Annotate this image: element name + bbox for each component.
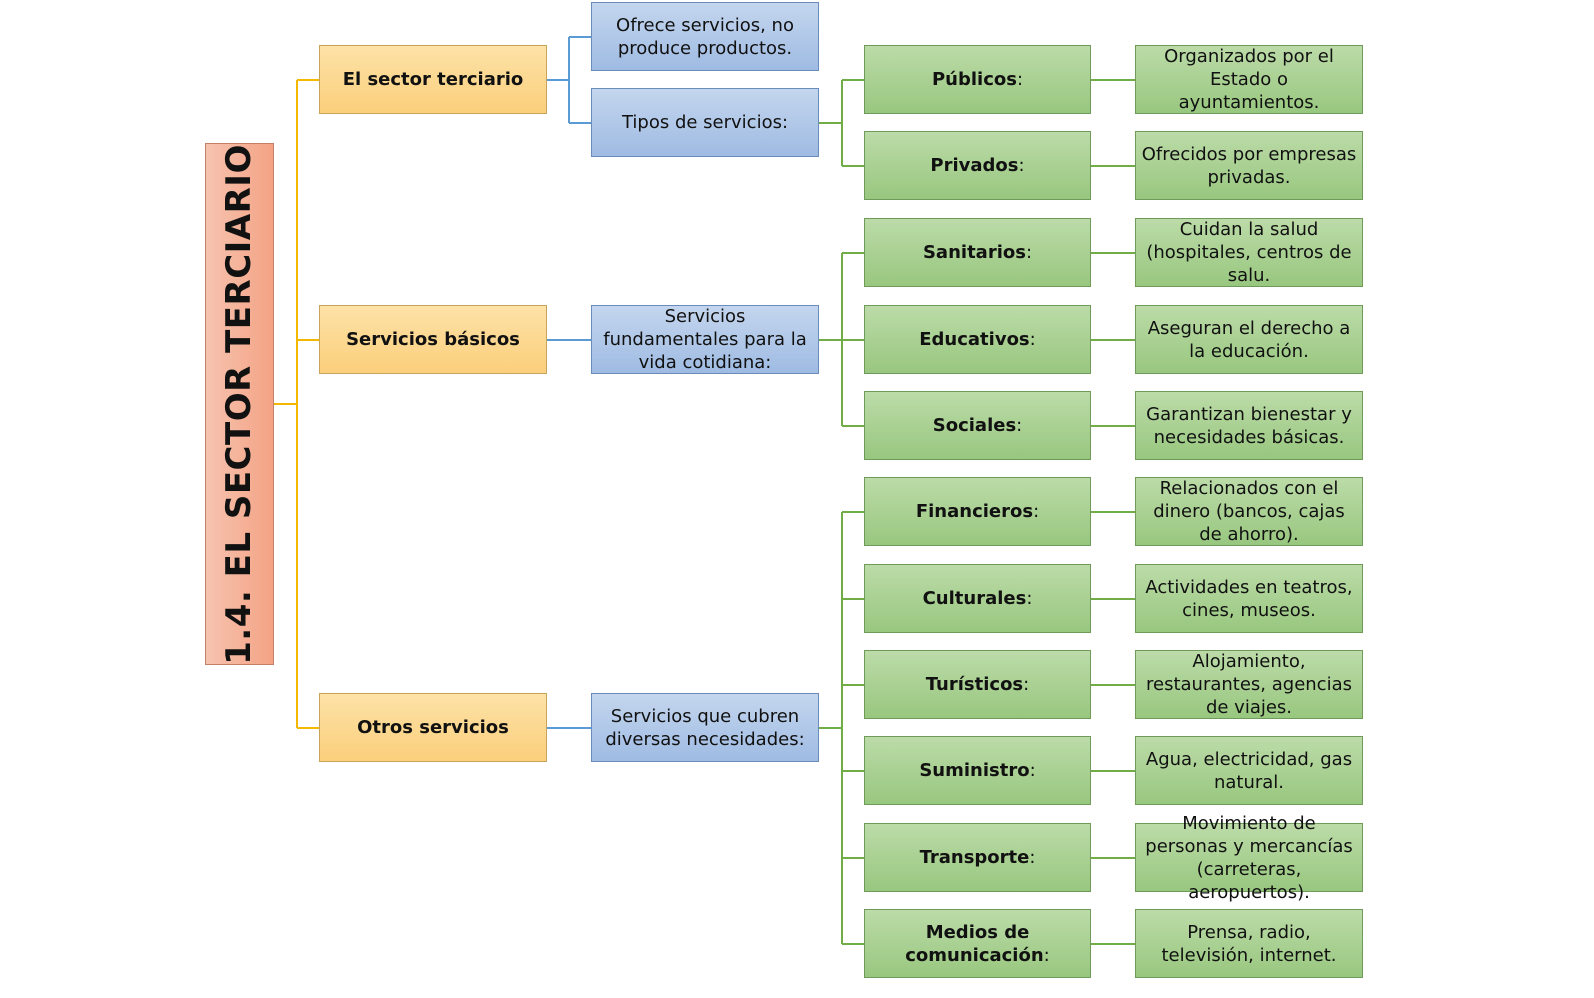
level1-label-3: Otros servicios [357, 717, 509, 738]
level2-text-4: Servicios que cubren diversas necesidade… [605, 705, 805, 750]
level4-box-1: Organizados por el Estado o ayuntamiento… [1135, 45, 1363, 114]
level3-suffix-8: : [1023, 674, 1030, 695]
level3-box-11: Medios de comunicación: [864, 909, 1091, 978]
level3-suffix-2: : [1018, 155, 1025, 176]
level1-box-3: Otros servicios [319, 693, 547, 762]
level4-text-2: Ofrecidos por empresas privadas. [1141, 143, 1357, 188]
level4-box-8: Alojamiento, restaurantes, agencias de v… [1135, 650, 1363, 719]
level3-name-4: Educativos [919, 329, 1030, 350]
level3-name-6: Financieros [915, 501, 1034, 522]
level3-suffix-5: : [1016, 415, 1023, 436]
level3-name-5: Sociales [932, 415, 1017, 436]
level3-suffix-1: : [1016, 69, 1024, 90]
level3-box-3: Sanitarios: [864, 218, 1091, 287]
level4-text-5: Garantizan bienestar y necesidades básic… [1146, 403, 1352, 448]
main-title-box: 1.4. EL SECTOR TERCIARIO [205, 143, 274, 665]
level3-name-1: Públicos [931, 69, 1017, 90]
level3-suffix-11: : [1043, 944, 1050, 966]
level4-text-1: Organizados por el Estado o ayuntamiento… [1164, 46, 1334, 113]
level4-box-7: Actividades en teatros, cines, museos. [1135, 564, 1363, 633]
level4-box-4: Aseguran el derecho a la educación. [1135, 305, 1363, 374]
level1-label-1: El sector terciario [342, 69, 524, 90]
level4-box-10: Movimiento de personas y mercancías (car… [1135, 813, 1363, 903]
level3-name-2: Privados [930, 155, 1019, 176]
level3-name-9: Suministro [919, 760, 1030, 781]
level2-text-2: Tipos de servicios: [621, 112, 789, 133]
level3-box-7: Culturales: [864, 564, 1091, 633]
level3-suffix-3: : [1025, 242, 1033, 263]
level3-name-11: Medios de comunicación [905, 921, 1044, 966]
level2-box-4: Servicios que cubren diversas necesidade… [591, 693, 819, 762]
level3-suffix-7: : [1026, 588, 1033, 609]
level4-box-5: Garantizan bienestar y necesidades básic… [1135, 391, 1363, 460]
level3-suffix-4: : [1029, 329, 1036, 350]
level3-name-7: Culturales [922, 588, 1027, 609]
level3-name-10: Transporte [919, 847, 1030, 868]
level4-text-10: Movimiento de personas y mercancías (car… [1145, 812, 1353, 903]
level3-box-9: Suministro: [864, 736, 1091, 805]
level3-box-5: Sociales: [864, 391, 1091, 460]
level3-name-8: Turísticos [925, 674, 1024, 695]
level4-text-6: Relacionados con el dinero (bancos, caja… [1153, 478, 1345, 545]
level2-box-1: Ofrece servicios, no produce productos. [591, 2, 819, 71]
level2-text-1: Ofrece servicios, no produce productos. [616, 14, 794, 59]
level4-text-8: Alojamiento, restaurantes, agencias de v… [1146, 651, 1352, 718]
level3-box-10: Transporte: [864, 823, 1091, 892]
level4-box-3: Cuidan la salud (hospitales, centros de … [1135, 218, 1363, 287]
level1-box-1: El sector terciario [319, 45, 547, 114]
level3-suffix-10: : [1029, 847, 1036, 868]
level4-text-11: Prensa, radio, televisión, internet. [1161, 921, 1337, 966]
level2-text-3: Servicios fundamentales para la vida cot… [603, 306, 807, 373]
level4-box-11: Prensa, radio, televisión, internet. [1135, 909, 1363, 978]
level1-label-2: Servicios básicos [346, 329, 520, 350]
level3-box-8: Turísticos: [864, 650, 1091, 719]
level3-suffix-9: : [1029, 760, 1036, 781]
level1-box-2: Servicios básicos [319, 305, 547, 374]
level4-box-6: Relacionados con el dinero (bancos, caja… [1135, 477, 1363, 546]
main-title: 1.4. EL SECTOR TERCIARIO [219, 143, 259, 665]
level4-text-4: Aseguran el derecho a la educación. [1147, 317, 1351, 362]
level4-box-9: Agua, electricidad, gas natural. [1135, 736, 1363, 805]
level3-box-4: Educativos: [864, 305, 1091, 374]
level4-text-9: Agua, electricidad, gas natural. [1145, 748, 1353, 793]
level3-box-2: Privados: [864, 131, 1091, 200]
level4-box-2: Ofrecidos por empresas privadas. [1135, 131, 1363, 200]
level2-box-3: Servicios fundamentales para la vida cot… [591, 305, 819, 374]
level3-name-3: Sanitarios [922, 242, 1026, 263]
level3-box-6: Financieros: [864, 477, 1091, 546]
level3-box-1: Públicos: [864, 45, 1091, 114]
level4-text-7: Actividades en teatros, cines, museos. [1145, 576, 1353, 621]
level2-box-2: Tipos de servicios: [591, 88, 819, 157]
level3-suffix-6: : [1033, 501, 1040, 522]
level4-text-3: Cuidan la salud (hospitales, centros de … [1146, 219, 1352, 286]
